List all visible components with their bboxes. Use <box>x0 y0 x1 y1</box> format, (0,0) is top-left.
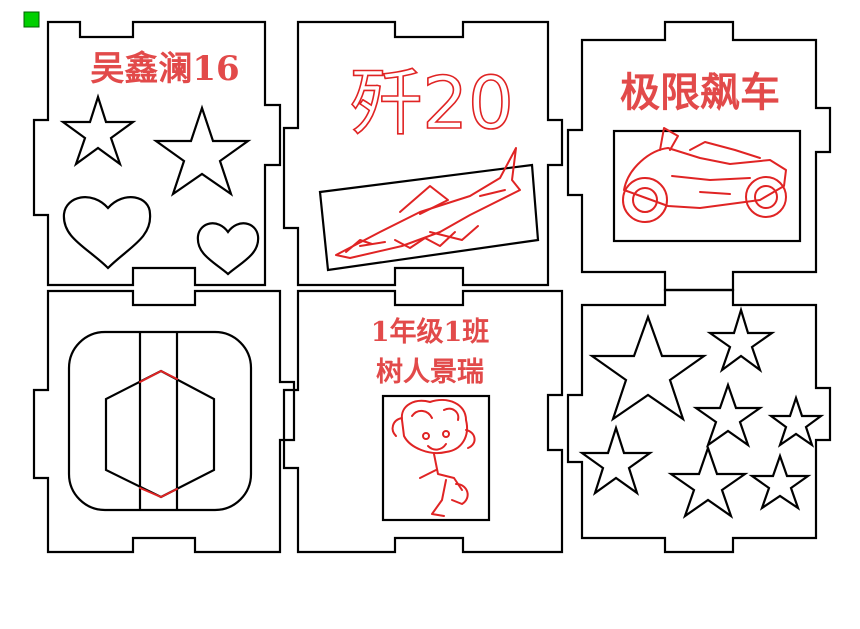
star-icon <box>59 93 137 167</box>
heart-icon <box>196 222 260 276</box>
jet-fighter-icon <box>335 147 521 259</box>
panel-bottom-left <box>32 289 296 554</box>
panel-title: 歼20 <box>350 61 514 145</box>
panel-bottom-right <box>566 288 832 554</box>
panel-bottom-middle: 1年级1班 树人景瑞 <box>282 289 564 554</box>
star-icon <box>667 444 749 519</box>
character-frame <box>381 394 491 522</box>
motorcycle-frame <box>612 129 802 243</box>
panel-line-1: 1年级1班 <box>371 316 490 348</box>
hexagon-icon <box>104 369 216 499</box>
star-icon <box>692 381 764 448</box>
heart-icon <box>62 196 152 270</box>
cartoon-character-icon <box>391 399 476 517</box>
panel-outline <box>32 20 282 287</box>
origin-marker-icon <box>23 11 40 28</box>
panel-top-left: 吴鑫澜16 <box>32 20 282 287</box>
rounded-frame <box>67 330 253 512</box>
panel-line-2: 树人景瑞 <box>376 357 484 388</box>
panel-outline <box>282 20 564 287</box>
panel-title: 极限飙车 <box>620 69 780 116</box>
panel-outline <box>566 20 832 292</box>
motorcycle-icon <box>622 127 787 223</box>
panel-outline <box>282 289 564 554</box>
star-icon <box>152 104 252 197</box>
panel-top-middle: 歼20 <box>282 20 564 287</box>
hexagon-engrave-top <box>139 370 178 383</box>
star-icon <box>578 424 654 496</box>
star-icon <box>767 394 825 448</box>
star-icon <box>588 313 708 422</box>
star-icon <box>748 452 812 511</box>
panel-outline <box>566 288 832 554</box>
star-icon <box>706 306 776 373</box>
panel-title: 吴鑫澜16 <box>90 49 239 89</box>
panel-top-right: 极限飙车 <box>566 20 832 292</box>
panel-outline <box>32 289 296 554</box>
jet-frame <box>318 163 540 272</box>
hexagon-engrave-bottom <box>139 487 178 498</box>
